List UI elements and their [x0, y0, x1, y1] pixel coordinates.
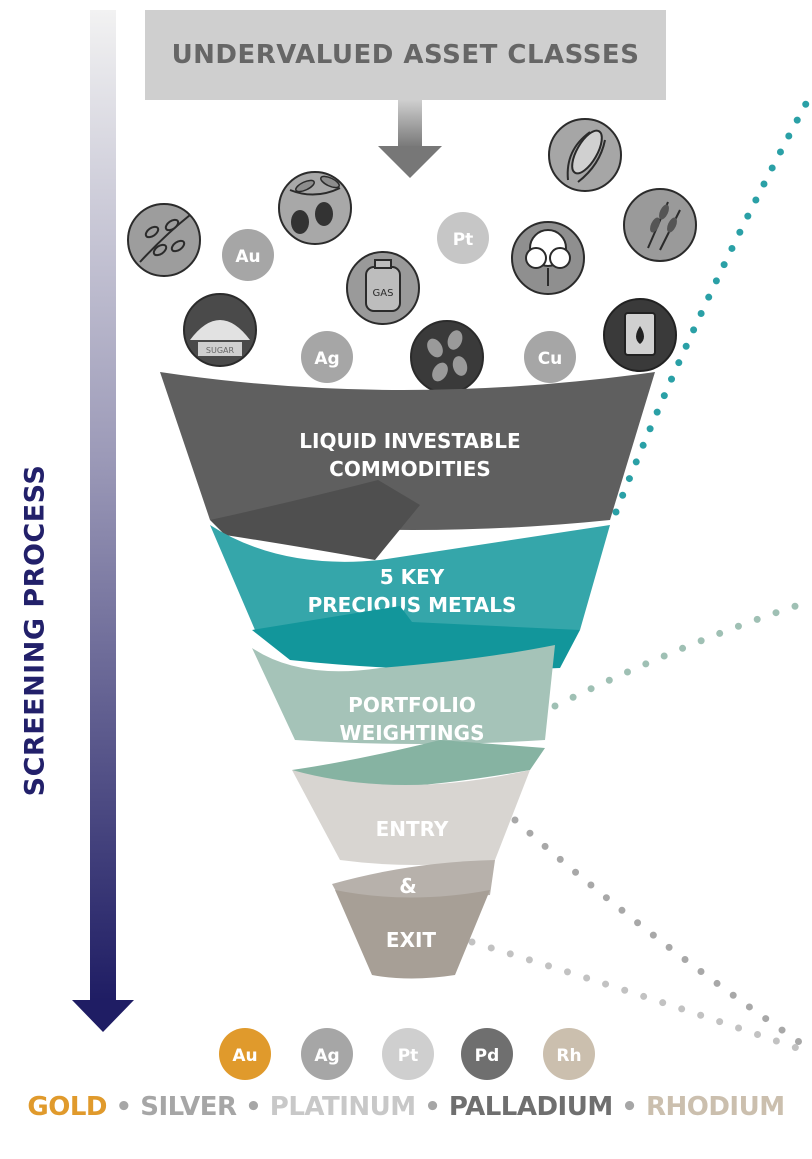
down-arrow-icon [378, 100, 442, 178]
legend-separator: • [621, 1092, 638, 1122]
metal-symbol: Au [232, 1046, 257, 1066]
metal-badge-platinum: Pt [382, 1028, 434, 1080]
funnel-stage-exit-label: EXIT [386, 928, 437, 952]
funnel-stage-2-line-1: 5 KEY [380, 565, 445, 589]
olive-icon [278, 171, 352, 245]
funnel-stage-2-line-2: PRECIOUS METALS [308, 593, 517, 617]
coffee-icon [410, 320, 484, 394]
funnel-stage-1-line-1: LIQUID INVESTABLE [299, 429, 520, 453]
metal-symbol: Rh [556, 1046, 581, 1066]
screening-arrow [72, 10, 134, 1032]
funnel-stage-3-line-2: WEIGHTINGS [340, 721, 485, 745]
screening-process-label-container: SCREENING PROCESS [10, 430, 60, 830]
oil-barrel-icon [603, 298, 677, 372]
metal-symbol: Ag [314, 1046, 339, 1066]
gas-label: GAS [373, 288, 394, 299]
metal-symbol: Au [235, 247, 260, 267]
metal-badge-palladium: Pd [461, 1028, 513, 1080]
legend-separator: • [115, 1092, 133, 1122]
metal-badge-gold: Au [219, 1028, 271, 1080]
screening-process-label: SCREENING PROCESS [19, 464, 51, 796]
funnel-stage-precious-metals [210, 525, 610, 635]
metal-badge-ag: Ag [301, 331, 353, 383]
funnel-stage-liquid-commodities [160, 372, 655, 530]
funnel-stage-portfolio-weightings [252, 645, 555, 744]
funnel-stage-ampersand: & [399, 874, 416, 898]
metal-badge-au: Au [222, 229, 274, 281]
key-metals-row: Au Ag Pt Pd Rh [219, 1028, 595, 1080]
dotted-guide-lines [468, 96, 812, 1056]
legend-gold: GOLD [27, 1092, 107, 1122]
metal-symbol: Cu [538, 349, 563, 369]
legend-separator: • [424, 1092, 441, 1122]
gas-cylinder-icon: GAS [346, 251, 420, 325]
legend-platinum: PLATINUM [269, 1092, 416, 1122]
sugar-icon: SUGAR [183, 293, 257, 367]
funnel: LIQUID INVESTABLE COMMODITIES 5 KEY PREC… [160, 372, 655, 979]
funnel-stage-entry-label: ENTRY [376, 817, 449, 841]
funnel-stage-exit [335, 890, 490, 979]
legend-separator: • [245, 1092, 262, 1122]
wheat-icon [623, 188, 697, 262]
corn-icon [548, 118, 622, 192]
legend-silver: SILVER [140, 1092, 237, 1122]
soybean-icon [127, 203, 201, 277]
sugar-label: SUGAR [206, 346, 235, 355]
metals-legend: GOLD • SILVER • PLATINUM • PALLADIUM • R… [0, 1092, 812, 1122]
top-box-title: UNDERVALUED ASSET CLASSES [171, 40, 640, 70]
funnel-stage-3-line-1: PORTFOLIO [348, 693, 476, 717]
funnel-connector-2 [252, 606, 580, 670]
funnel-stage-1-line-2: COMMODITIES [329, 457, 491, 481]
cotton-icon [511, 221, 585, 295]
metal-symbol: Pt [398, 1046, 419, 1066]
legend-rhodium: RHODIUM [645, 1092, 785, 1122]
funnel-connector-1 [210, 480, 420, 560]
metal-badge-rhodium: Rh [543, 1028, 595, 1080]
metal-symbol: Pt [453, 230, 474, 250]
metal-symbol: Pd [475, 1046, 500, 1066]
funnel-connector-3 [292, 740, 545, 790]
metal-symbol: Ag [314, 349, 339, 369]
metal-badge-silver: Ag [301, 1028, 353, 1080]
funnel-connector-4 [332, 860, 495, 899]
commodity-icons: GAS SUGAR [127, 118, 697, 394]
legend-palladium: PALLADIUM [448, 1092, 613, 1122]
top-box-asset-classes: UNDERVALUED ASSET CLASSES [145, 10, 666, 100]
metal-badge-pt: Pt [437, 212, 489, 264]
metal-badge-cu: Cu [524, 331, 576, 383]
funnel-stage-entry [292, 770, 530, 865]
